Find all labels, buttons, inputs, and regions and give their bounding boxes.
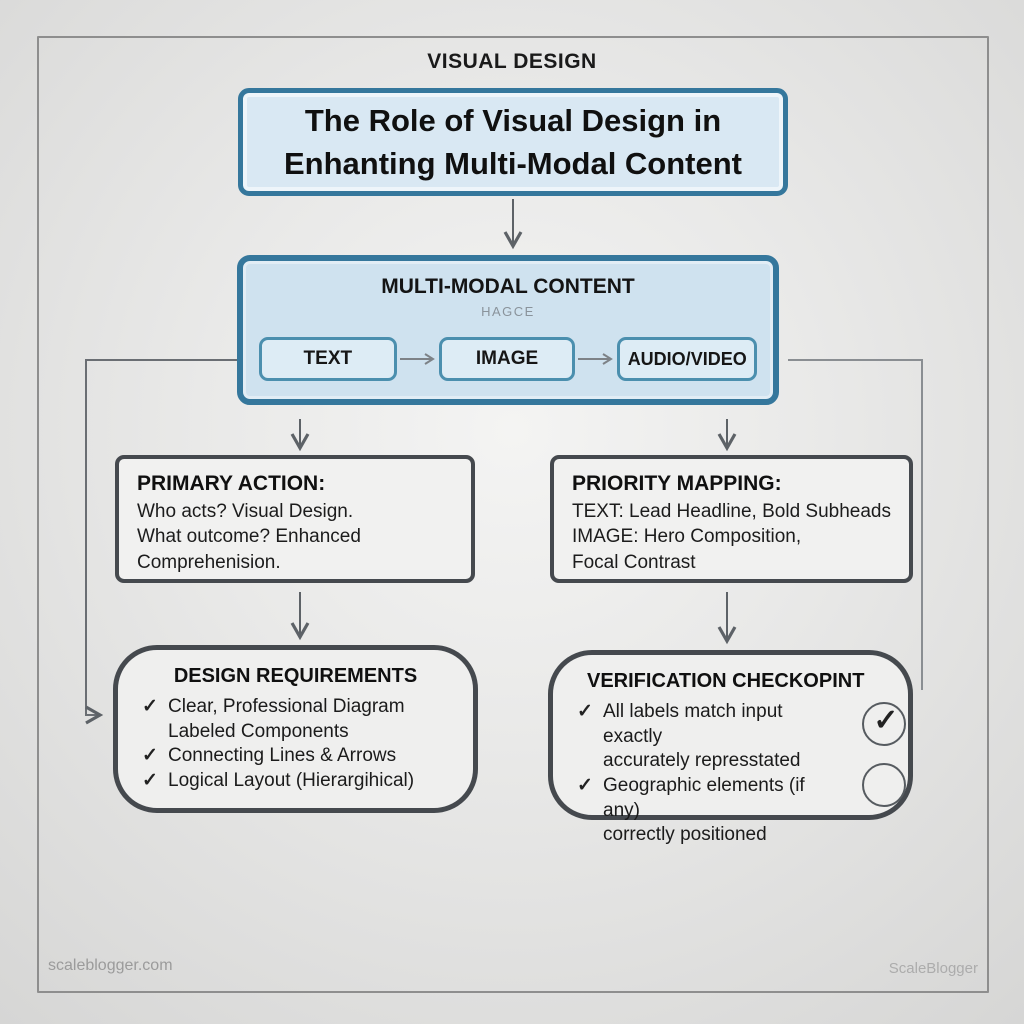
- verification-title: VERIFICATION CHECKOPINT: [587, 670, 865, 692]
- design-requirement-item: ✓ Connecting Lines & Arrows: [142, 744, 449, 769]
- check-icon: ✓: [577, 701, 593, 722]
- check-icon: ✓: [142, 770, 158, 792]
- check-icon: ✓: [577, 775, 593, 797]
- design-requirement-item: ✓ Logical Layout (Hierargihical): [142, 769, 449, 794]
- modality-box-text: TEXT: [259, 337, 397, 381]
- checkmark-glyph: ✓: [873, 703, 899, 737]
- verification-item: ✓ All labels match input exactly accurat…: [577, 700, 834, 774]
- multi-modal-content-box: MULTI-MODAL CONTENT HAGCE TEXT IMAGE AUD…: [237, 255, 779, 405]
- primary-action-box: PRIMARY ACTION: Who acts? Visual Design.…: [115, 455, 475, 583]
- checked-circle-icon: ✓: [862, 702, 906, 746]
- modality-label-image: IMAGE: [475, 348, 539, 369]
- verification-text: Geographic elements (if any) correctly p…: [603, 775, 805, 846]
- modality-row: TEXT IMAGE AUDIO/VIDEO: [243, 337, 773, 381]
- main-title-text: The Role of Visual Design in Enhanting M…: [283, 102, 743, 181]
- verification-text: All labels match input exactly accuratel…: [603, 701, 801, 772]
- check-icon: ✓: [142, 745, 158, 767]
- arrow-text-to-image-icon: [399, 353, 435, 365]
- design-requirement-text: Logical Layout (Hierargihical): [168, 770, 415, 792]
- primary-action-title: PRIMARY ACTION:: [137, 472, 326, 495]
- arrow-image-to-audiovideo-icon: [578, 353, 614, 365]
- page-title: VISUAL DESIGN: [427, 50, 597, 73]
- watermark-left: scaleblogger.com: [48, 957, 173, 974]
- priority-mapping-box: PRIORITY MAPPING: TEXT: Lead Headline, B…: [550, 455, 913, 583]
- check-icon: ✓: [142, 696, 158, 717]
- multi-modal-content-sublabel: HAGCE: [481, 304, 535, 319]
- design-requirements-box: DESIGN REQUIREMENTS ✓ Clear, Professiona…: [113, 645, 478, 813]
- priority-mapping-title: PRIORITY MAPPING:: [572, 472, 782, 495]
- modality-box-image: IMAGE: [438, 337, 576, 381]
- verification-checkpoint-box: VERIFICATION CHECKOPINT ✓ All labels mat…: [548, 650, 913, 845]
- modality-label-audiovideo: AUDIO/VIDEO: [627, 348, 747, 369]
- modality-box-audiovideo: AUDIO/VIDEO: [617, 337, 757, 381]
- verification-item: ✓ Geographic elements (if any) correctly…: [577, 774, 834, 848]
- design-requirement-text: Connecting Lines & Arrows: [168, 745, 397, 767]
- modality-label-text: TEXT: [303, 348, 353, 369]
- design-requirements-title: DESIGN REQUIREMENTS: [173, 665, 418, 687]
- watermark-right: ScaleBlogger: [888, 960, 978, 977]
- main-title-box: The Role of Visual Design in Enhanting M…: [238, 88, 788, 196]
- outer-frame: [37, 36, 989, 993]
- design-requirement-item: ✓ Clear, Professional Diagram Labeled Co…: [142, 695, 449, 744]
- empty-circle-icon: [862, 763, 906, 807]
- multi-modal-content-title: MULTI-MODAL CONTENT: [381, 275, 635, 298]
- priority-mapping-body: TEXT: Lead Headline, Bold Subheads IMAGE…: [572, 501, 891, 573]
- primary-action-body: Who acts? Visual Design. What outcome? E…: [137, 501, 361, 573]
- design-requirement-text: Clear, Professional Diagram Labeled Comp…: [168, 696, 405, 742]
